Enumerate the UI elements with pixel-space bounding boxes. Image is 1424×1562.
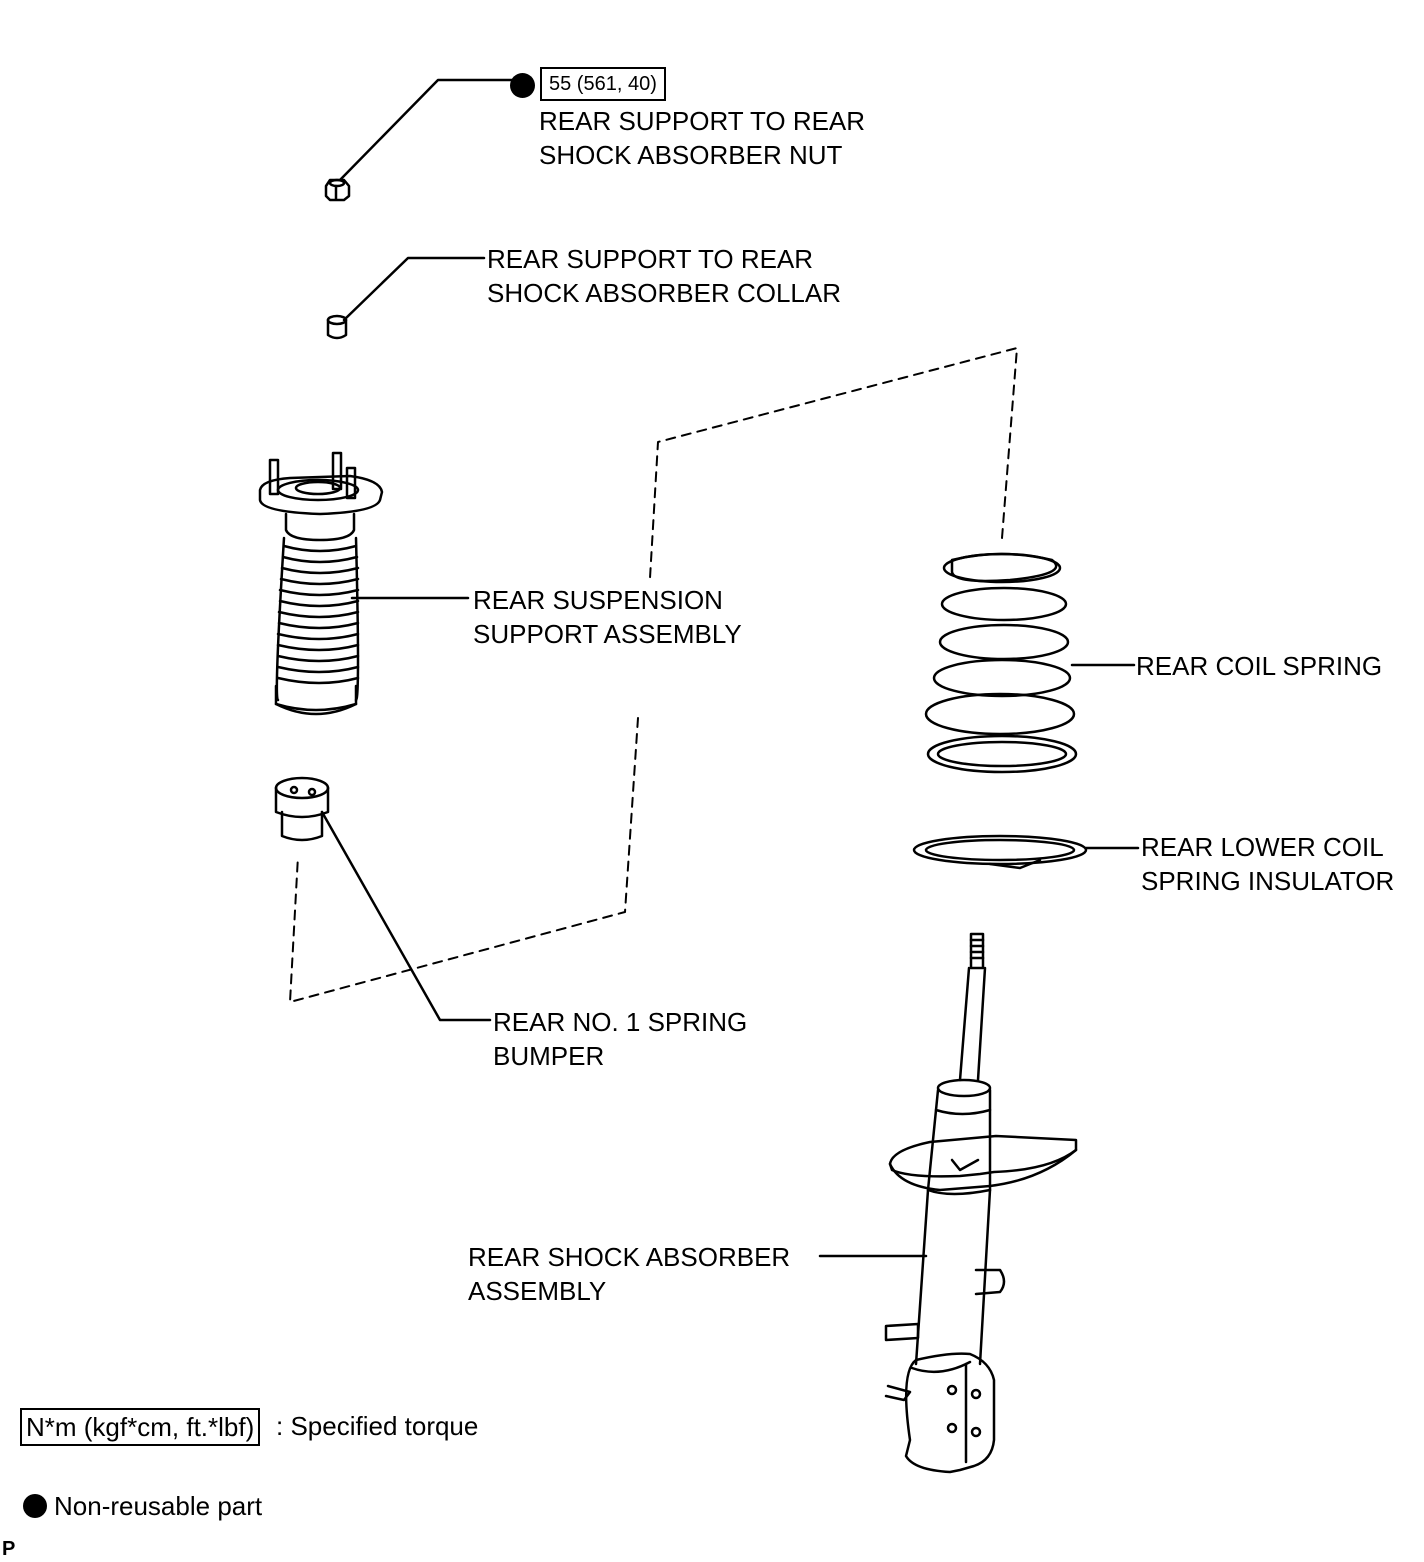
torque-spec-box: 55 (561, 40) — [540, 67, 666, 101]
label-bumper-line-1: REAR NO. 1 SPRING — [493, 1007, 748, 1037]
label-nut-line-2: SHOCK ABSORBER NUT — [539, 140, 843, 170]
nut-part — [324, 178, 351, 202]
corner-mark: P — [2, 1538, 16, 1560]
legend-bullet-icon — [23, 1494, 47, 1518]
spring-bumper-part — [274, 776, 330, 842]
label-shock-line-1: REAR SHOCK ABSORBER — [468, 1242, 791, 1272]
collar-part — [326, 314, 348, 340]
label-nut: REAR SUPPORT TO REAR SHOCK ABSORBER NUT — [539, 104, 865, 172]
label-bumper: REAR NO. 1 SPRING BUMPER — [493, 1005, 747, 1073]
label-support-line-1: REAR SUSPENSION — [473, 585, 723, 615]
label-coil-spring: REAR COIL SPRING — [1136, 649, 1382, 683]
leader-bumper — [320, 810, 492, 1022]
shock-absorber-part — [884, 932, 1078, 1474]
label-bumper-line-2: BUMPER — [493, 1041, 605, 1071]
label-insulator-line-1: REAR LOWER COIL — [1141, 832, 1384, 862]
dashed-line-upper — [649, 347, 1018, 579]
label-coil-spring-line-1: REAR COIL SPRING — [1136, 651, 1383, 681]
leader-nut — [338, 78, 514, 182]
legend-nonreusable: Non-reusable part — [54, 1491, 263, 1521]
label-insulator: REAR LOWER COIL SPRING INSULATOR — [1141, 830, 1394, 898]
legend-torque-desc: : Specified torque — [276, 1411, 479, 1441]
label-shock: REAR SHOCK ABSORBER ASSEMBLY — [468, 1240, 790, 1308]
dashed-line-lower — [289, 717, 639, 1003]
non-reusable-marker — [510, 73, 535, 98]
leader-collar — [342, 256, 486, 322]
support-assembly-part — [258, 451, 384, 716]
leader-lines — [320, 78, 1140, 1258]
label-nut-line-1: REAR SUPPORT TO REAR — [539, 106, 866, 136]
label-support-line-2: SUPPORT ASSEMBLY — [473, 619, 742, 649]
legend-torque-unit: N*m (kgf*cm, ft.*lbf) — [20, 1408, 261, 1446]
label-insulator-line-2: SPRING INSULATOR — [1141, 866, 1395, 896]
insulator-part — [912, 834, 1088, 870]
label-collar-line-2: SHOCK ABSORBER COLLAR — [487, 278, 841, 308]
label-collar-line-1: REAR SUPPORT TO REAR — [487, 244, 814, 274]
label-collar: REAR SUPPORT TO REAR SHOCK ABSORBER COLL… — [487, 242, 841, 310]
alignment-lines — [289, 347, 1018, 1003]
label-support: REAR SUSPENSION SUPPORT ASSEMBLY — [473, 583, 742, 651]
coil-spring-part — [924, 552, 1078, 774]
label-shock-line-2: ASSEMBLY — [468, 1276, 607, 1306]
bellows-folds — [276, 544, 360, 685]
